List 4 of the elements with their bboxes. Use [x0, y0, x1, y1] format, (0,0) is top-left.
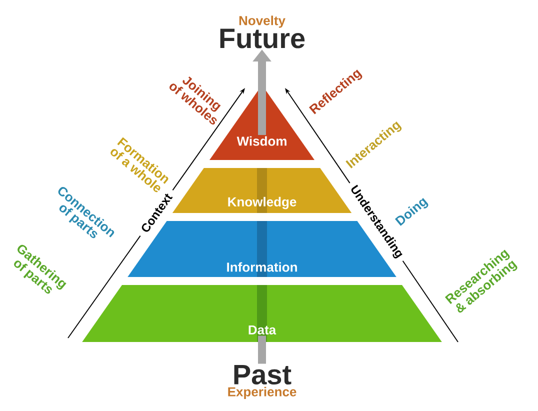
pyramid-layer: Knowledge [172, 168, 352, 213]
pyramid-layer: Data [82, 284, 442, 342]
heading-text: Novelty Future [220, 16, 305, 48]
heading-text: Past Experience [228, 365, 296, 399]
